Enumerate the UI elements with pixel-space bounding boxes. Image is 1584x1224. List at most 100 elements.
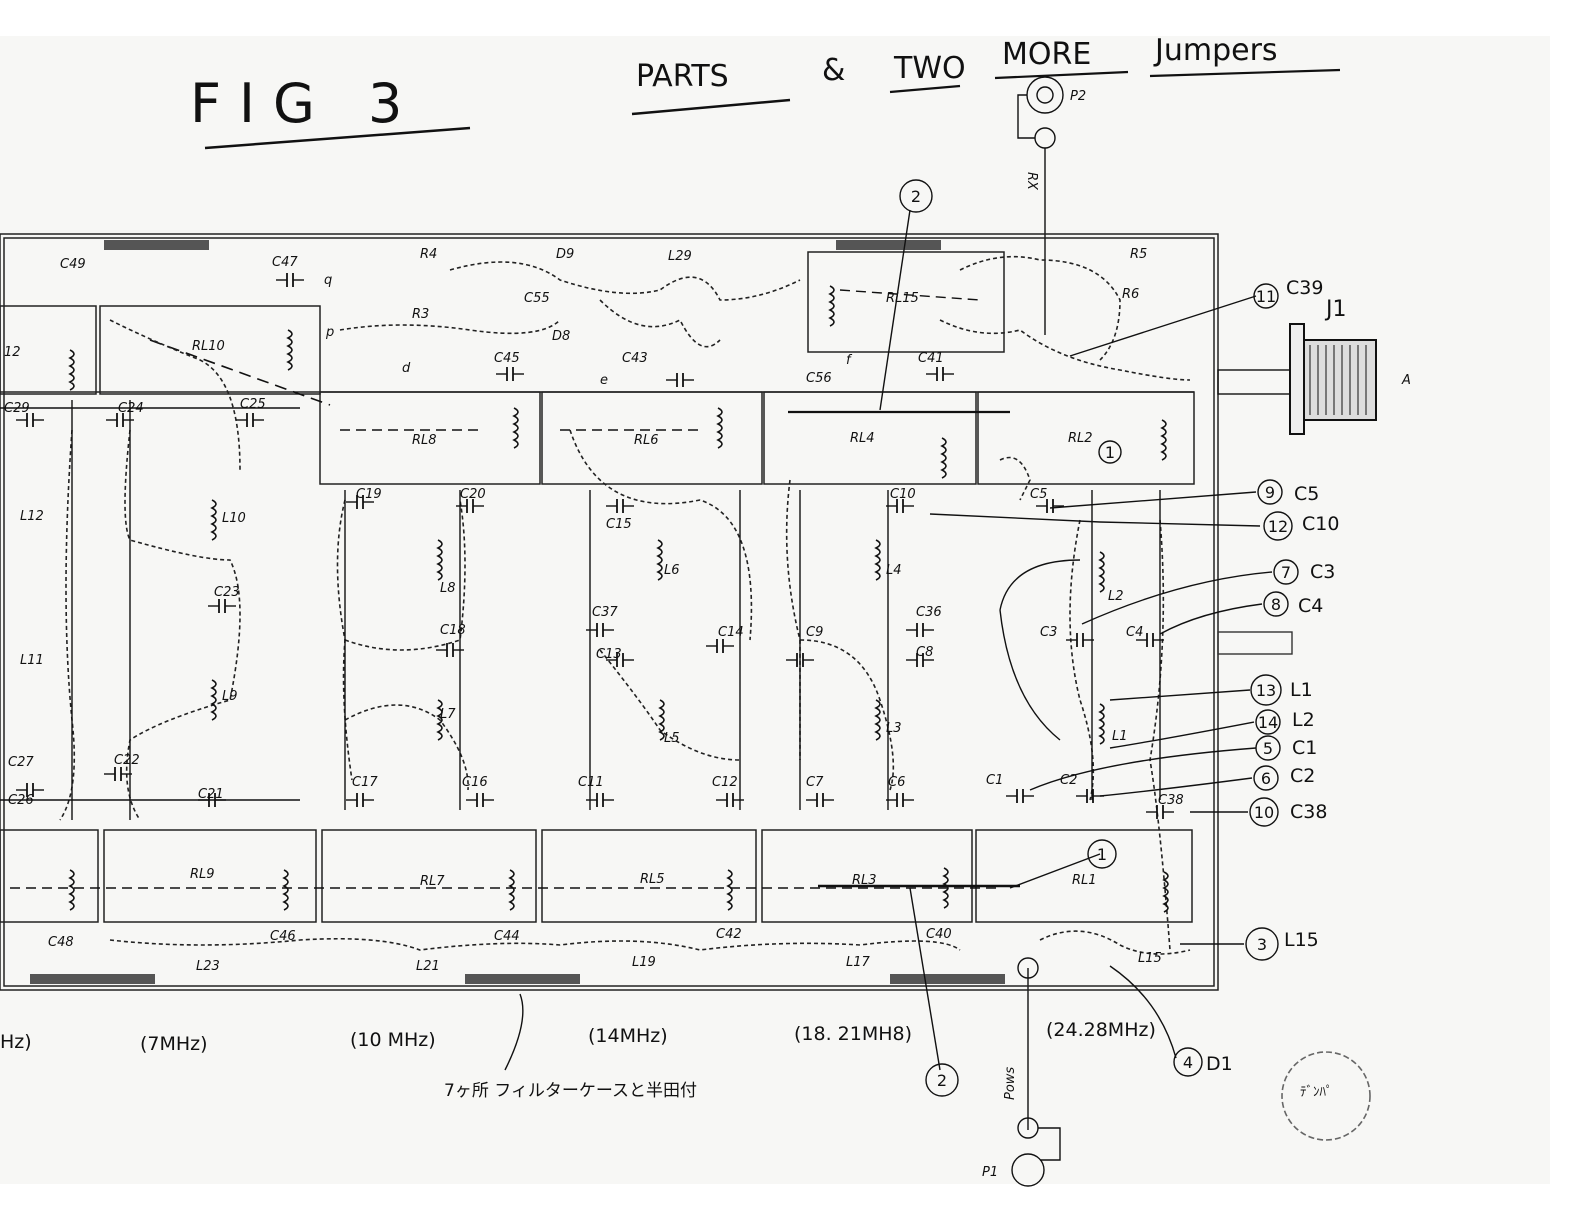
- part-l23: L23: [196, 959, 220, 974]
- solder-tab: [890, 974, 1005, 984]
- two-underline: [889, 84, 961, 94]
- part-r5: R5: [1130, 247, 1147, 262]
- more-title: MORE: [1002, 37, 1091, 72]
- part-label-l8: L8: [440, 581, 456, 596]
- part-c44: C44: [494, 929, 520, 944]
- pcb-outline-inner: [3, 237, 1215, 987]
- jumper-mark-top: 2: [899, 179, 933, 213]
- relay-box: [807, 251, 1005, 353]
- p2-connector-shield: [1017, 94, 1035, 139]
- callout-d1: 4 D1: [1173, 1047, 1233, 1077]
- coil-symbol: [512, 407, 519, 449]
- coil-symbol: [286, 329, 293, 371]
- stamp-circle: [1281, 1051, 1371, 1141]
- leader-jumper-2-top: [879, 209, 911, 411]
- scanned-sheet: [0, 36, 1550, 1184]
- callout-c39: 11 C39: [1253, 277, 1323, 309]
- leader-l1: [1109, 689, 1251, 701]
- part-c45: C45: [494, 351, 520, 366]
- part-d9: D9: [556, 247, 574, 262]
- part-label-c10: C10: [890, 487, 916, 502]
- callout-c4: 8 C4: [1263, 591, 1323, 617]
- part-label-c36: C36: [916, 605, 942, 620]
- part-label-c6: C6: [888, 775, 905, 790]
- callout-l1: 13 L1: [1250, 674, 1313, 706]
- callouts: 11 C39 9 C5 12 C10 7 C3 8 C4: [899, 179, 1339, 1097]
- jumper-arc-lower: [999, 609, 1061, 741]
- side-bracket: [1217, 631, 1293, 655]
- trace: [344, 704, 469, 791]
- part-l29: L29: [668, 249, 692, 264]
- coil-symbol: [828, 285, 835, 327]
- callout-circle: [925, 1063, 959, 1097]
- leader-c10: [929, 513, 1261, 527]
- j1-stub: [1217, 369, 1299, 395]
- callout-num: 11: [1256, 287, 1276, 306]
- stamp-text: ﾃﾞﾝﾊﾟ: [1300, 1085, 1333, 1100]
- relay-box: [0, 305, 97, 395]
- trace: [939, 319, 1191, 381]
- callout-circle: [1263, 511, 1293, 541]
- callout-label: L1: [1290, 679, 1313, 701]
- part-c42: C42: [716, 927, 742, 942]
- callout-circle: [1098, 440, 1122, 464]
- part-e: e: [600, 373, 608, 388]
- note-leader: [504, 993, 524, 1071]
- solder-tab: [30, 974, 155, 984]
- part-label-l4: L4: [886, 563, 902, 578]
- coil-symbol: [940, 437, 947, 479]
- part-label-c2: C2: [1060, 773, 1077, 788]
- band-label: (7MHz): [140, 1033, 208, 1055]
- part-label-c17: C17: [352, 775, 378, 790]
- part-label-l3: L3: [886, 721, 902, 736]
- relay-label-rl10: RL10: [192, 339, 225, 354]
- bottom-part-labels: C48 C46 L23 L21 C44 C42 L19 C40 L17 L15: [48, 927, 1162, 974]
- rl15-dash: [839, 289, 981, 301]
- part-label-l7: L7: [440, 707, 456, 722]
- part-label-c5: C5: [1030, 487, 1047, 502]
- part-label-c21: C21: [198, 787, 224, 802]
- part-label-l6: L6: [664, 563, 680, 578]
- part-label-c27: C27: [8, 755, 34, 770]
- top-part-labels: C49 C47 R4 D9 L29 R5 R6 R3 D8 C55 C56 C4…: [4, 247, 1147, 388]
- part-c47: C47: [272, 255, 298, 270]
- relay-box: [103, 829, 317, 923]
- solder-tab: [465, 974, 580, 984]
- callout-circle: [1253, 765, 1279, 791]
- trace: [109, 319, 241, 471]
- callout-label: L15: [1284, 929, 1319, 951]
- part-label-c4: C4: [1126, 625, 1143, 640]
- relay-label-rl5: RL5: [640, 872, 665, 887]
- part-label-l11: L11: [20, 653, 44, 668]
- part-12: 12: [4, 345, 21, 360]
- callout-num: 1: [1105, 443, 1115, 462]
- coil-symbol: [436, 699, 443, 741]
- leader-c39: [1069, 295, 1257, 357]
- callout-num: 5: [1263, 739, 1273, 758]
- jumpers-title: Jumpers: [1153, 33, 1278, 68]
- j1-threads: [1309, 345, 1367, 415]
- band-label: Hz): [0, 1031, 32, 1053]
- callout-label: C5: [1294, 483, 1319, 505]
- callout-num: 6: [1261, 769, 1271, 788]
- jumper-mark-rl2: 1: [1098, 440, 1122, 464]
- callout-num: 14: [1258, 713, 1278, 732]
- relay-box: [541, 829, 757, 923]
- jumper-mark-bottom: 2: [925, 1063, 959, 1097]
- part-label-c26: C26: [8, 793, 34, 808]
- callout-label: L2: [1292, 709, 1315, 731]
- callout-c2: 6 C2: [1253, 765, 1315, 791]
- leader-c3: [1081, 571, 1273, 625]
- trace: [999, 456, 1031, 501]
- callout-num: 12: [1268, 517, 1288, 536]
- trace: [959, 255, 1121, 361]
- p1-label: P1: [982, 1165, 998, 1180]
- power-junction: [1017, 957, 1039, 979]
- callout-circle: [1253, 283, 1279, 309]
- part-label-c14: C14: [718, 625, 744, 640]
- part-label-c24: C24: [118, 401, 144, 416]
- trace: [785, 479, 801, 760]
- callout-num: 2: [911, 187, 921, 206]
